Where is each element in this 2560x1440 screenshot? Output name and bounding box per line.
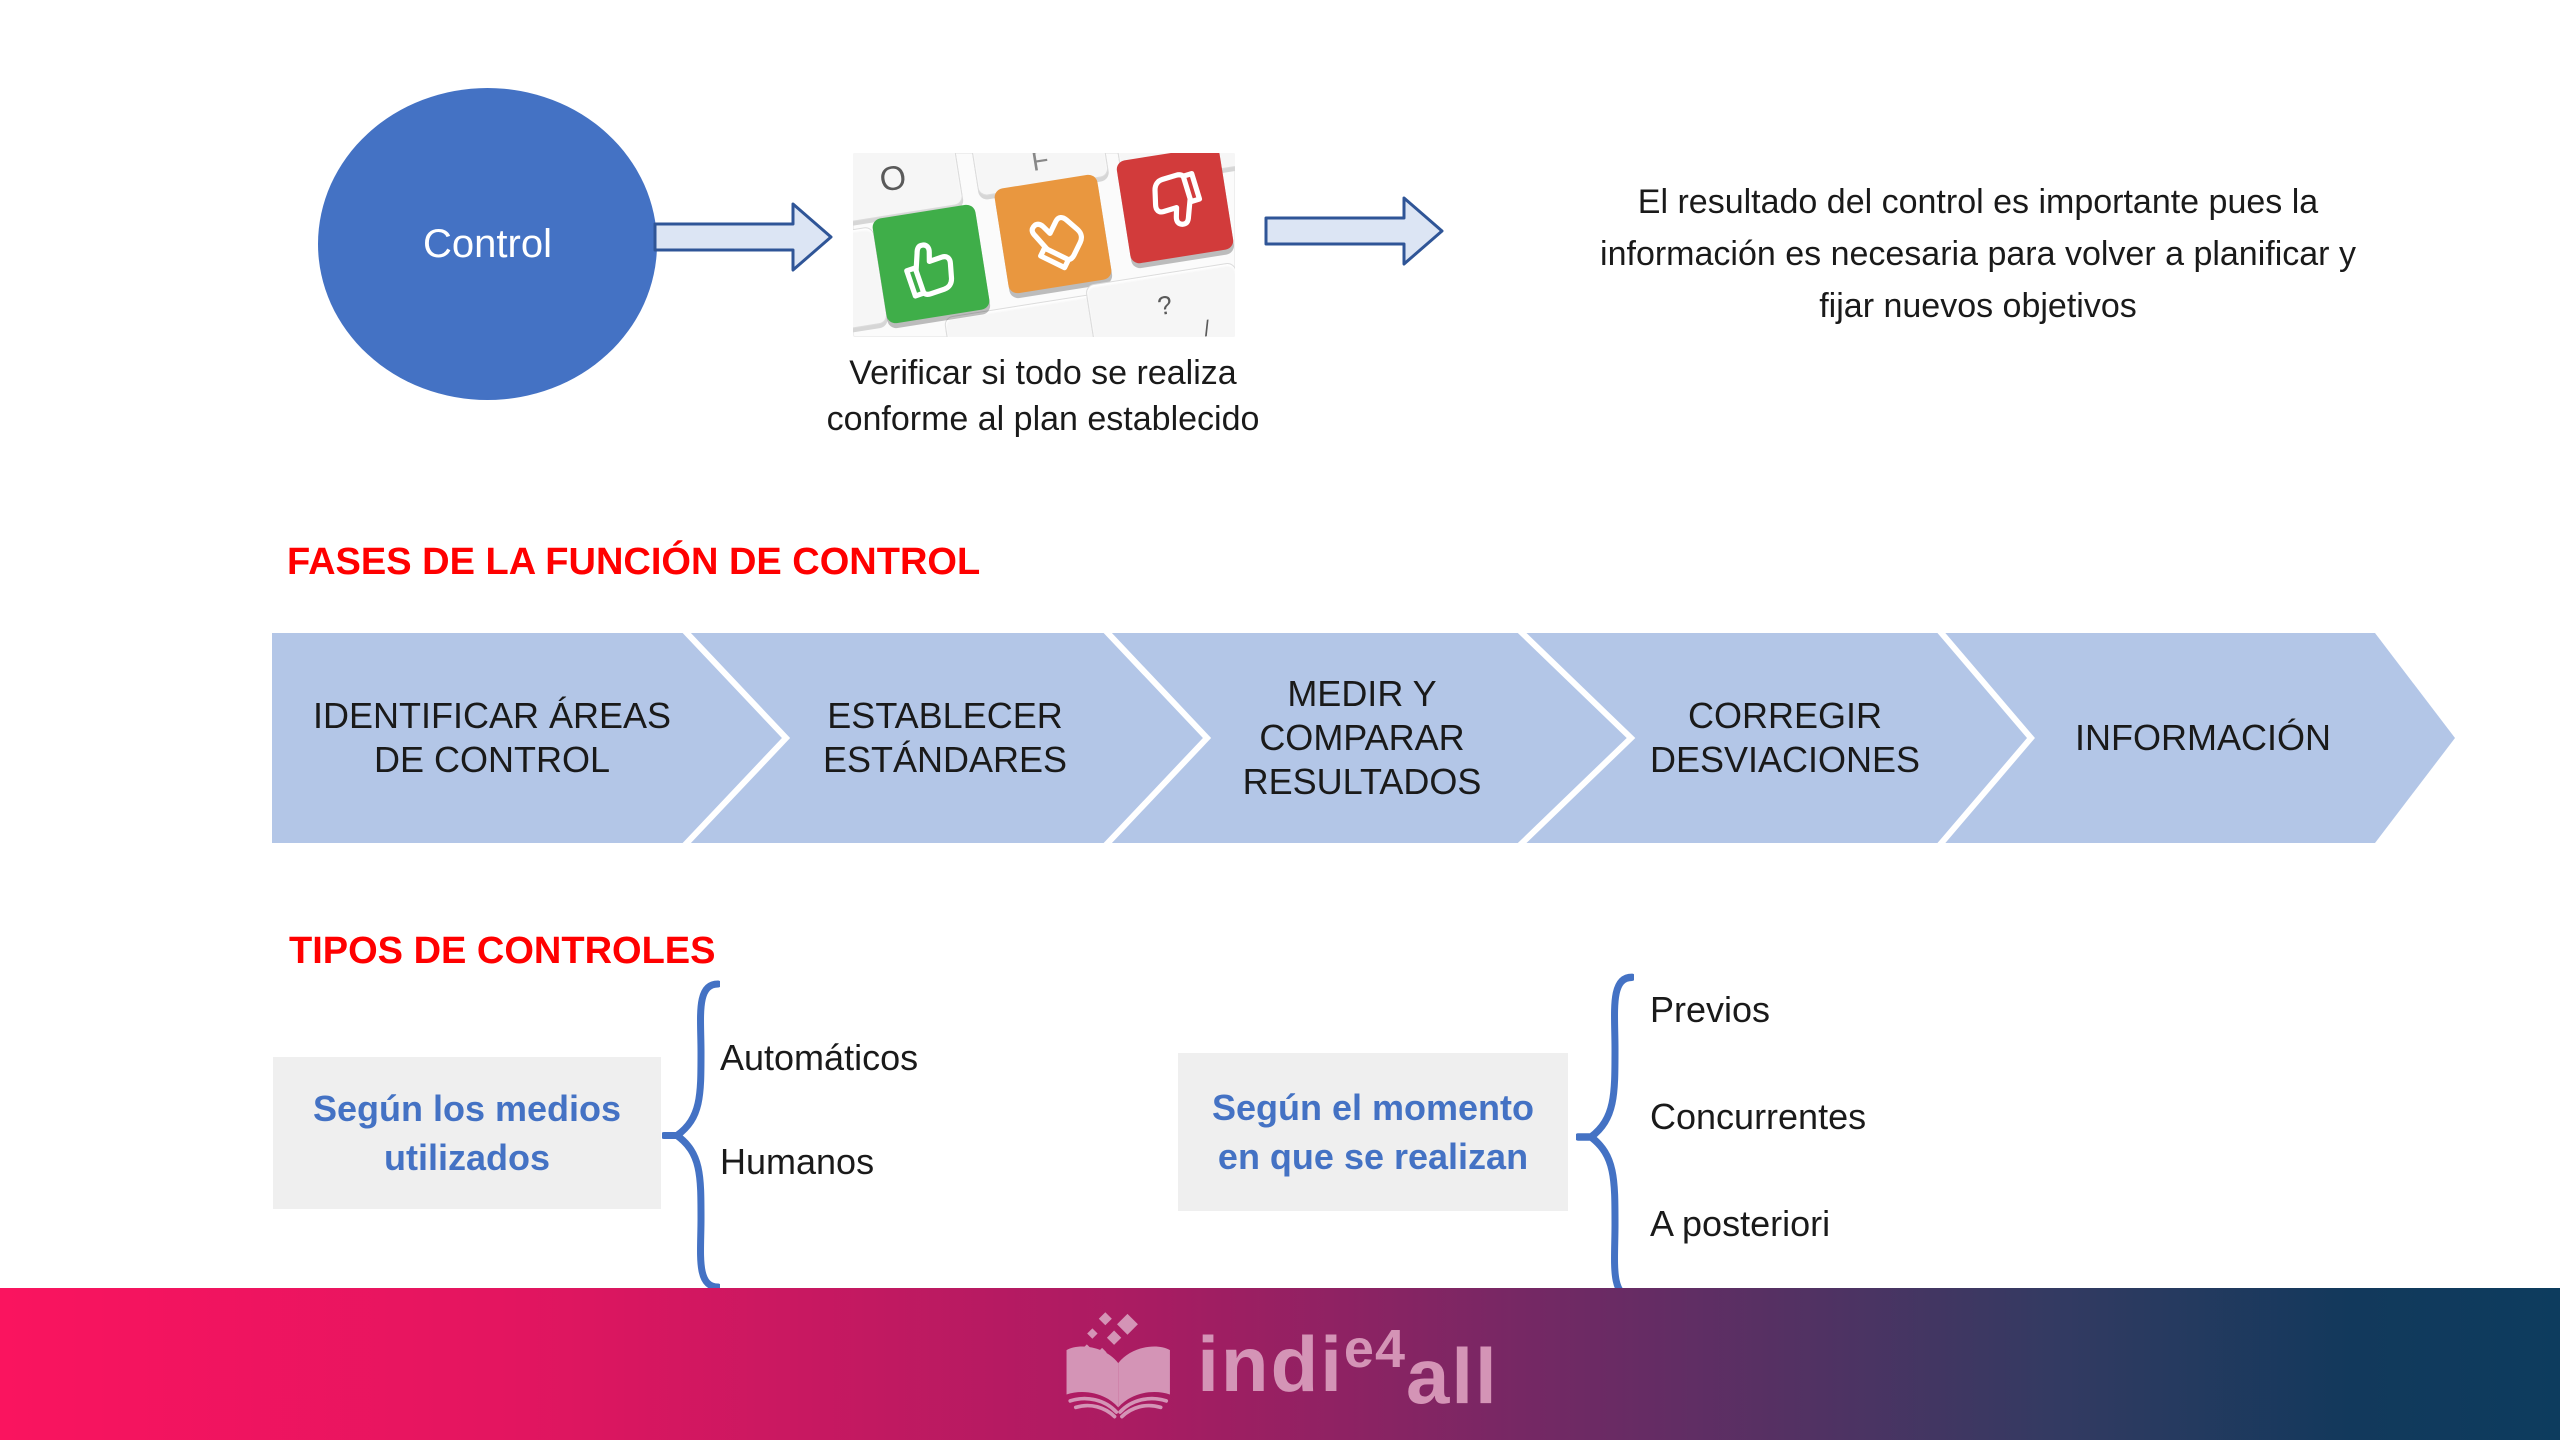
key-o-label: O <box>876 157 909 200</box>
type-item-previos: Previos <box>1650 989 1771 1030</box>
brand-part-1: indi <box>1197 1319 1344 1408</box>
result-text: El resultado del control es importante p… <box>1545 176 2411 332</box>
phases-chevron-band: IDENTIFICAR ÁREAS DE CONTROL ESTABLECER … <box>272 633 2462 843</box>
key-slash-label: / <box>1201 315 1212 337</box>
phase-step-2: ESTABLECER ESTÁNDARES <box>775 633 1115 843</box>
thumbs-up-icon <box>904 242 955 299</box>
caption-line-1: Verificar si todo se realiza <box>849 354 1237 392</box>
type-item-a-posteriori: A posteriori <box>1650 1203 1831 1244</box>
footer-brand-bar: indi e4 all <box>0 1288 2560 1440</box>
group-1-label-line-2: utilizados <box>383 1137 550 1178</box>
flow-arrow-right-icon-2 <box>1264 196 1444 266</box>
book-logo-icon <box>1066 1312 1171 1419</box>
type-item-concurrentes: Concurrentes <box>1650 1096 1867 1137</box>
thumbs-sideways-key <box>993 173 1113 295</box>
curly-brace-icon-1 <box>662 980 720 1291</box>
thumbs-down-key <box>1115 153 1235 265</box>
phase-step-4-line-1: CORREGIR <box>1687 695 1882 736</box>
phase-step-4-line-2: DESVIACIONES <box>1649 739 1921 780</box>
types-group-1-label-box: Según los medios utilizados <box>273 1057 661 1209</box>
phase-step-4: CORREGIR DESVIACIONES <box>1615 633 1955 843</box>
brand-wordmark: indi e4 all <box>1197 1318 1498 1420</box>
phase-step-3-line-1: MEDIR Y <box>1287 673 1437 714</box>
phase-step-1-line-1: IDENTIFICAR ÁREAS <box>312 695 672 736</box>
types-heading: TIPOS DE CONTROLES <box>289 930 716 972</box>
phase-step-5: INFORMACIÓN <box>2028 633 2378 843</box>
phase-step-3: MEDIR Y COMPARAR RESULTADOS <box>1197 633 1527 843</box>
control-circle: Control <box>318 88 657 400</box>
curly-brace-icon-2 <box>1576 973 1634 1301</box>
type-item-humanos: Humanos <box>720 1141 875 1182</box>
result-line-2: información es necesaria para volver a p… <box>1600 235 2356 273</box>
key-f-label: F <box>1029 153 1051 177</box>
brand-part-2: all <box>1405 1331 1499 1420</box>
brand-superscript: e4 <box>1343 1318 1406 1379</box>
control-circle-label: Control <box>423 221 552 266</box>
phase-step-3-line-2: COMPARAR <box>1259 717 1465 758</box>
group-2-label-line-1: Según el momento <box>1211 1087 1535 1128</box>
chevron-band-shape <box>272 633 2455 843</box>
flow-arrow-right-icon <box>653 202 833 272</box>
phases-heading: FASES DE LA FUNCIÓN DE CONTROL <box>287 541 981 583</box>
phase-step-2-line-1: ESTABLECER <box>827 695 1063 736</box>
thumbs-up-key <box>871 203 991 325</box>
result-line-3: fijar nuevos objetivos <box>1819 287 2137 325</box>
phase-step-5-line-1: INFORMACIÓN <box>2075 717 2331 758</box>
phase-step-1: IDENTIFICAR ÁREAS DE CONTROL <box>292 633 692 843</box>
result-line-1: El resultado del control es importante p… <box>1637 183 2319 221</box>
thumbs-down-icon <box>1152 170 1203 227</box>
type-item-automaticos: Automáticos <box>720 1037 919 1078</box>
phase-step-3-line-3: RESULTADOS <box>1242 761 1482 802</box>
thumbs-sideways-icon <box>1029 214 1084 271</box>
phase-step-1-line-2: DE CONTROL <box>373 739 611 780</box>
group-2-label-line-2: en que se realizan <box>1217 1136 1529 1177</box>
types-group-2-label-box: Según el momento en que se realizan <box>1178 1053 1568 1211</box>
keyboard-caption: Verificar si todo se realiza conforme al… <box>800 350 1286 442</box>
group-1-label-line-1: Según los medios <box>312 1088 622 1129</box>
phase-step-2-line-2: ESTÁNDARES <box>822 739 1068 780</box>
feedback-keyboard-image: O F <box>853 153 1235 337</box>
key-question-label: ? <box>1155 289 1175 322</box>
caption-line-2: conforme al plan establecido <box>826 400 1260 438</box>
